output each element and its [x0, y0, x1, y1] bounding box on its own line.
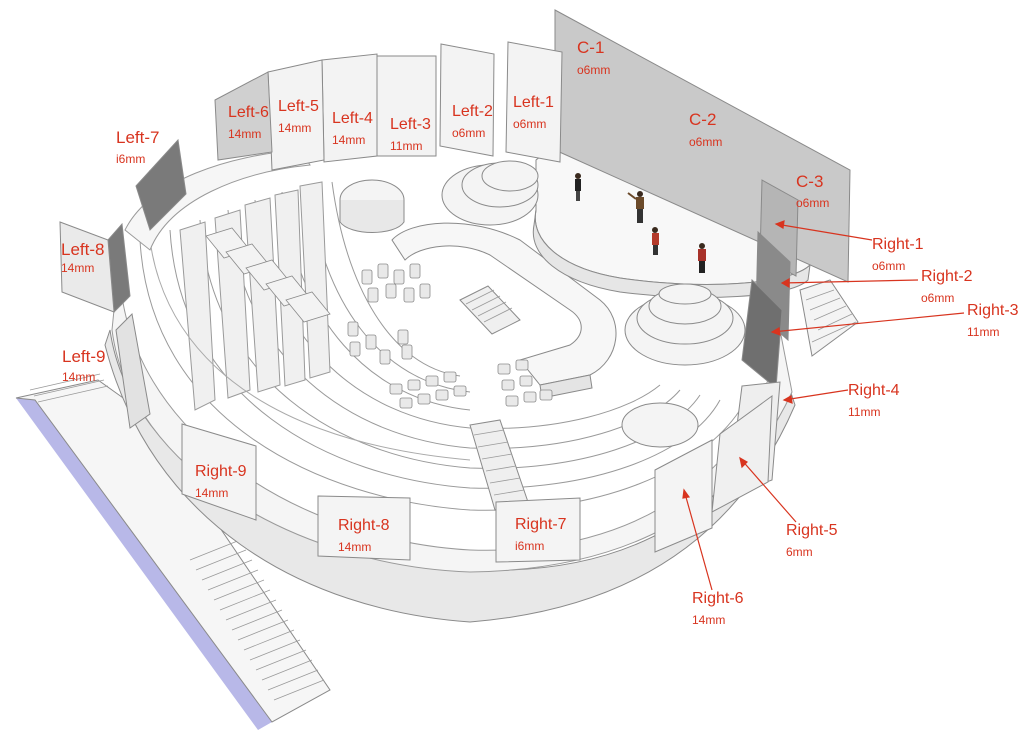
panel-left-8-box	[59, 221, 115, 313]
panel-left-9	[115, 312, 151, 429]
left-staircase	[15, 373, 331, 730]
label-right-6: Right-6 14mm	[692, 590, 744, 627]
panel-left-2	[439, 43, 495, 157]
performer-2	[627, 191, 644, 223]
label-size: o6mm	[513, 117, 547, 131]
label-size: 11mm	[848, 405, 881, 419]
label-name: Right-1	[872, 236, 924, 253]
panel-right-8	[317, 495, 411, 561]
panel-left-7	[135, 138, 187, 231]
label-left-2: Left-2 o6mm	[452, 103, 493, 140]
label-size: i6mm	[116, 152, 146, 166]
left-aisle-steps	[205, 227, 331, 323]
label-right-1: Right-1 o6mm	[872, 236, 924, 273]
label-name: Right-9	[195, 463, 247, 480]
label-left-9: Left-9 14mm	[62, 348, 105, 383]
label-right-2: Right-2 o6mm	[921, 268, 973, 305]
label-c-1: C-1 o6mm	[577, 39, 610, 76]
label-size: 14mm	[195, 486, 229, 500]
label-name: Left-9	[62, 347, 106, 366]
panel-right-5	[711, 394, 773, 513]
label-right-9: Right-9 14mm	[195, 463, 247, 500]
label-right-3: Right-3 11mm	[967, 302, 1019, 339]
label-left-1: Left-1 o6mm	[513, 94, 554, 131]
label-size: o6mm	[452, 126, 486, 140]
label-name: Right-7	[515, 516, 567, 533]
performer-1	[575, 173, 581, 201]
label-name: Left-3	[390, 116, 431, 133]
right-staircase	[799, 279, 859, 357]
label-name: C-3	[796, 172, 824, 191]
label-size: 6mm	[786, 545, 813, 559]
label-size: o6mm	[872, 259, 906, 273]
panel-right-9	[181, 423, 257, 521]
label-name: Left-2	[452, 103, 493, 120]
label-name: Left-1	[513, 94, 554, 111]
leader-arrows	[682, 220, 965, 591]
label-size: o6mm	[796, 196, 830, 210]
label-left-8: Left-8 14mm	[61, 241, 104, 274]
panel-right-7	[495, 497, 581, 563]
audience-chairs	[347, 263, 553, 409]
label-name: Right-8	[338, 517, 390, 534]
label-c-3: C-3 o6mm	[796, 173, 829, 209]
podium-stack-right	[624, 283, 746, 366]
label-size: 14mm	[228, 127, 262, 141]
label-size: 11mm	[967, 325, 1000, 339]
label-name: Left-4	[332, 110, 373, 127]
label-left-3: Left-3 11mm	[390, 116, 431, 153]
small-round-platforms	[339, 179, 699, 448]
label-name: Left-8	[61, 240, 105, 259]
label-right-8: Right-8 14mm	[338, 517, 390, 554]
label-size: o6mm	[689, 135, 723, 149]
label-right-5: Right-5 6mm	[786, 522, 838, 559]
label-left-6: Left-6 14mm	[228, 104, 269, 141]
label-name: Left-5	[278, 98, 319, 115]
label-right-4: Right-4 11mm	[848, 382, 900, 419]
label-name: Right-5	[786, 522, 838, 539]
label-name: C-1	[577, 38, 605, 57]
label-size: 14mm	[692, 613, 726, 627]
center-aisle	[469, 419, 529, 511]
label-name: Right-4	[848, 382, 900, 399]
panel-left-6	[214, 71, 273, 161]
label-name: Left-6	[228, 104, 269, 121]
label-left-5: Left-5 14mm	[278, 98, 319, 135]
back-panels	[59, 9, 851, 429]
label-right-7: Right-7 i6mm	[515, 516, 567, 553]
label-left-7: Left-7 i6mm	[116, 129, 159, 165]
label-size: o6mm	[577, 63, 611, 77]
label-c-2: C-2 o6mm	[689, 111, 722, 148]
catwalk	[391, 222, 617, 399]
label-size: 14mm	[338, 540, 372, 554]
label-size: 11mm	[390, 139, 423, 153]
label-size: o6mm	[921, 291, 955, 305]
label-name: C-2	[689, 110, 717, 129]
performer-4	[698, 243, 706, 273]
panel-left-1	[505, 41, 563, 163]
performer-figures	[575, 173, 706, 273]
label-name: Right-3	[967, 302, 1019, 319]
label-name: Right-2	[921, 268, 973, 285]
label-size: 14mm	[332, 133, 366, 147]
label-left-4: Left-4 14mm	[332, 110, 373, 147]
label-size: 14mm	[278, 121, 312, 135]
label-name: Left-7	[116, 128, 160, 147]
label-size: 14mm	[62, 370, 96, 384]
podium-stack-left	[441, 160, 539, 226]
label-name: Right-6	[692, 590, 744, 607]
label-size: i6mm	[515, 539, 545, 553]
performer-3	[652, 227, 659, 255]
label-size: 14mm	[61, 261, 95, 275]
